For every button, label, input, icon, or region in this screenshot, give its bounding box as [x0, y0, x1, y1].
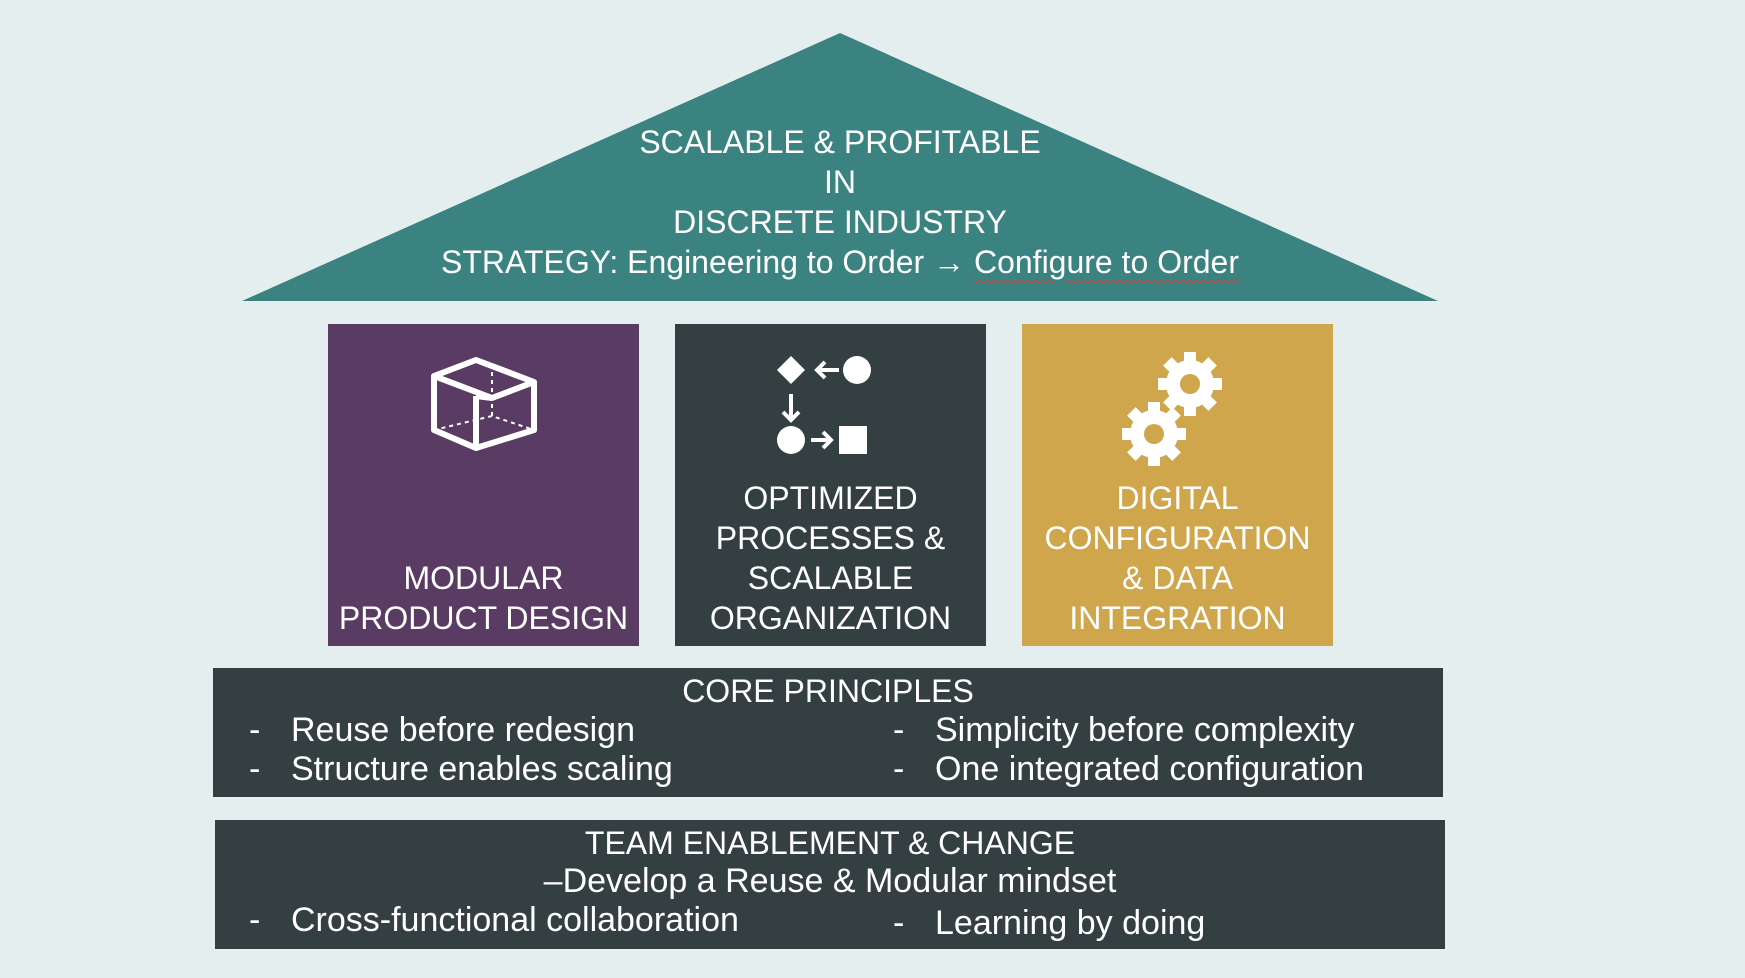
pillar-modular-product-design: MODULAR PRODUCT DESIGN: [328, 324, 639, 646]
bullet-dash: -: [893, 904, 905, 942]
strategy-arrow: →: [933, 244, 966, 280]
pillar-optimized-processes: OPTIMIZED PROCESSES & SCALABLE ORGANIZAT…: [675, 324, 986, 646]
bullet-dash: -: [249, 901, 261, 939]
pillar-digital-configuration: DIGITAL CONFIGURATION & DATA INTEGRATION: [1022, 324, 1333, 646]
cube-icon: [328, 352, 639, 472]
core-item-integrated: One integrated configuration: [935, 750, 1365, 788]
team-item-collaboration: Cross-functional collaboration: [291, 901, 739, 939]
roof-strategy-line: STRATEGY: Engineering to Order → Configu…: [242, 242, 1438, 282]
team-enablement-title: TEAM ENABLEMENT & CHANGE: [584, 825, 1076, 861]
roof-line-2: IN: [824, 164, 856, 200]
gears-icon: [1022, 352, 1333, 472]
roof-triangle: [242, 33, 1438, 301]
team-item-learning: Learning by doing: [935, 904, 1206, 942]
team-enablement-band: TEAM ENABLEMENT & CHANGE –Develop a Reus…: [215, 820, 1445, 949]
core-item-simplicity: Simplicity before complexity: [935, 711, 1355, 749]
pillar-label: MODULAR PRODUCT DESIGN: [338, 560, 629, 636]
core-item-structure: Structure enables scaling: [291, 750, 673, 788]
strategy-to: Configure to Order: [973, 244, 1239, 280]
bullet-dash: -: [249, 711, 261, 749]
roof-line-1: SCALABLE & PROFITABLE: [639, 124, 1041, 160]
strategy-prefix: STRATEGY:: [441, 244, 628, 280]
bullet-dash: -: [249, 750, 261, 788]
strategy-from: Engineering to Order: [627, 244, 925, 280]
roof-title: SCALABLE & PROFITABLE IN DISCRETE INDUST…: [242, 122, 1438, 282]
core-item-reuse: Reuse before redesign: [291, 711, 636, 749]
process-flow-icon: [675, 352, 986, 472]
core-principles-band: CORE PRINCIPLES - Reuse before redesign …: [213, 668, 1443, 797]
roof-line-3: DISCRETE INDUSTRY: [673, 204, 1007, 240]
pillar-label: DIGITAL CONFIGURATION & DATA INTEGRATION: [1044, 480, 1311, 636]
bullet-dash: -: [893, 711, 905, 749]
pillar-label: OPTIMIZED PROCESSES & SCALABLE ORGANIZAT…: [709, 480, 952, 636]
core-principles-title: CORE PRINCIPLES: [682, 673, 974, 709]
team-enablement-subtitle: –Develop a Reuse & Modular mindset: [543, 862, 1117, 900]
bullet-dash: -: [893, 750, 905, 788]
